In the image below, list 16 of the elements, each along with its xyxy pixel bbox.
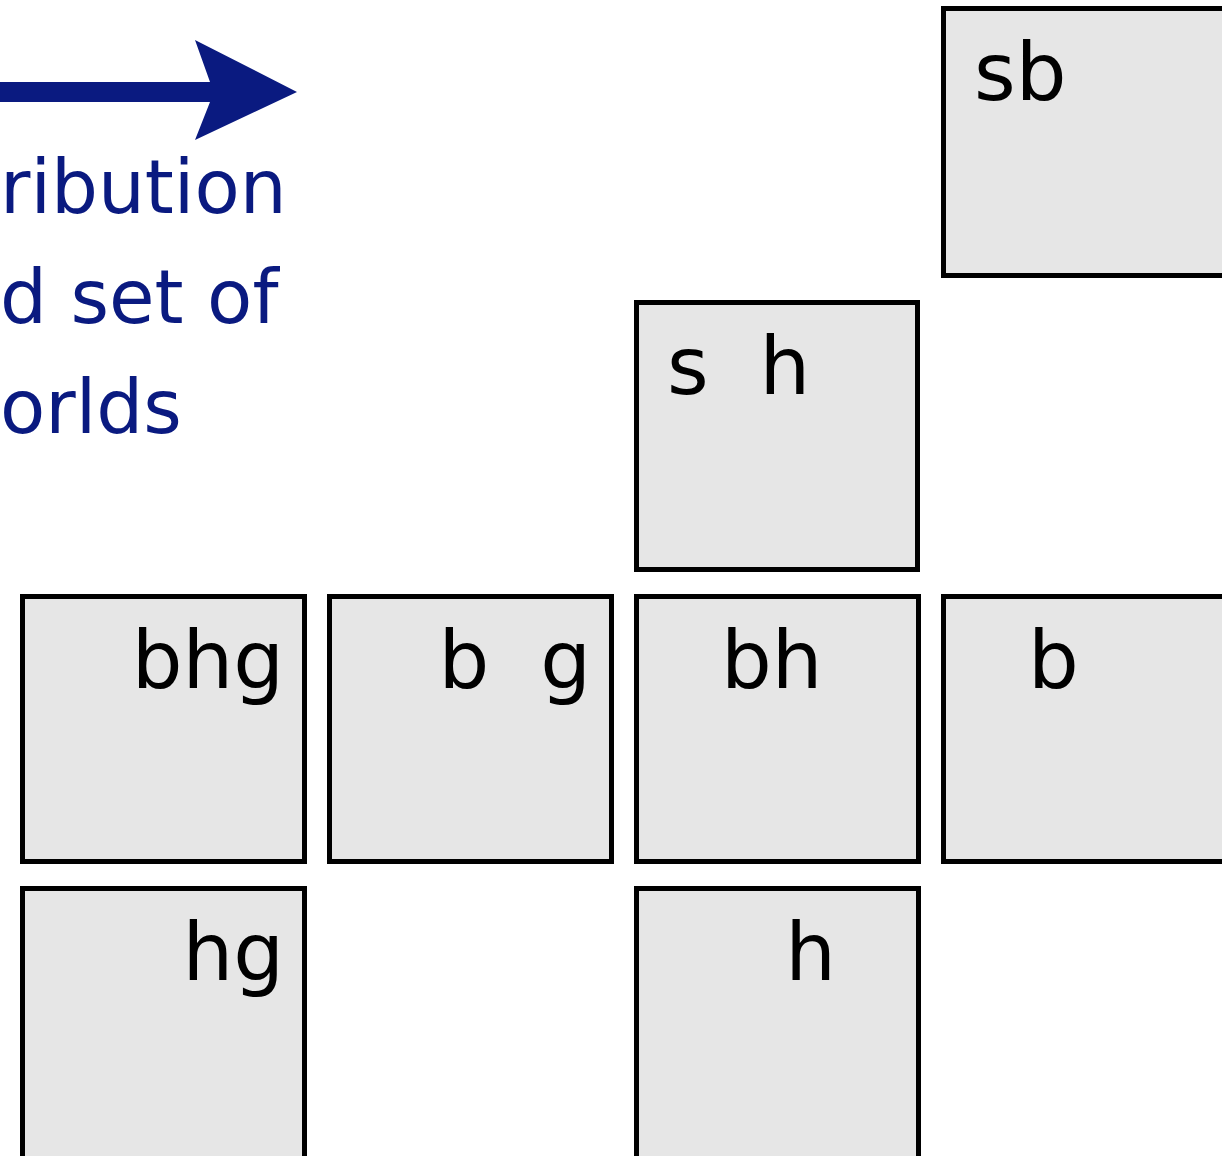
caption-text: orlds [0, 370, 182, 444]
box-label: b [1028, 621, 1079, 701]
caption-text: d set of [0, 260, 279, 334]
grid-box [941, 6, 1222, 278]
grid-box [941, 594, 1222, 864]
grid-box [634, 886, 921, 1156]
grid-box [634, 594, 921, 864]
grid-box [20, 594, 307, 864]
box-label: sb [974, 33, 1067, 113]
grid-box [327, 594, 614, 864]
box-label: h [785, 913, 836, 993]
caption-text: ribution [0, 150, 287, 224]
grid-box [20, 886, 307, 1156]
box-label: bh [721, 621, 823, 701]
grid-box [634, 300, 920, 572]
box-label: s h [667, 327, 811, 407]
